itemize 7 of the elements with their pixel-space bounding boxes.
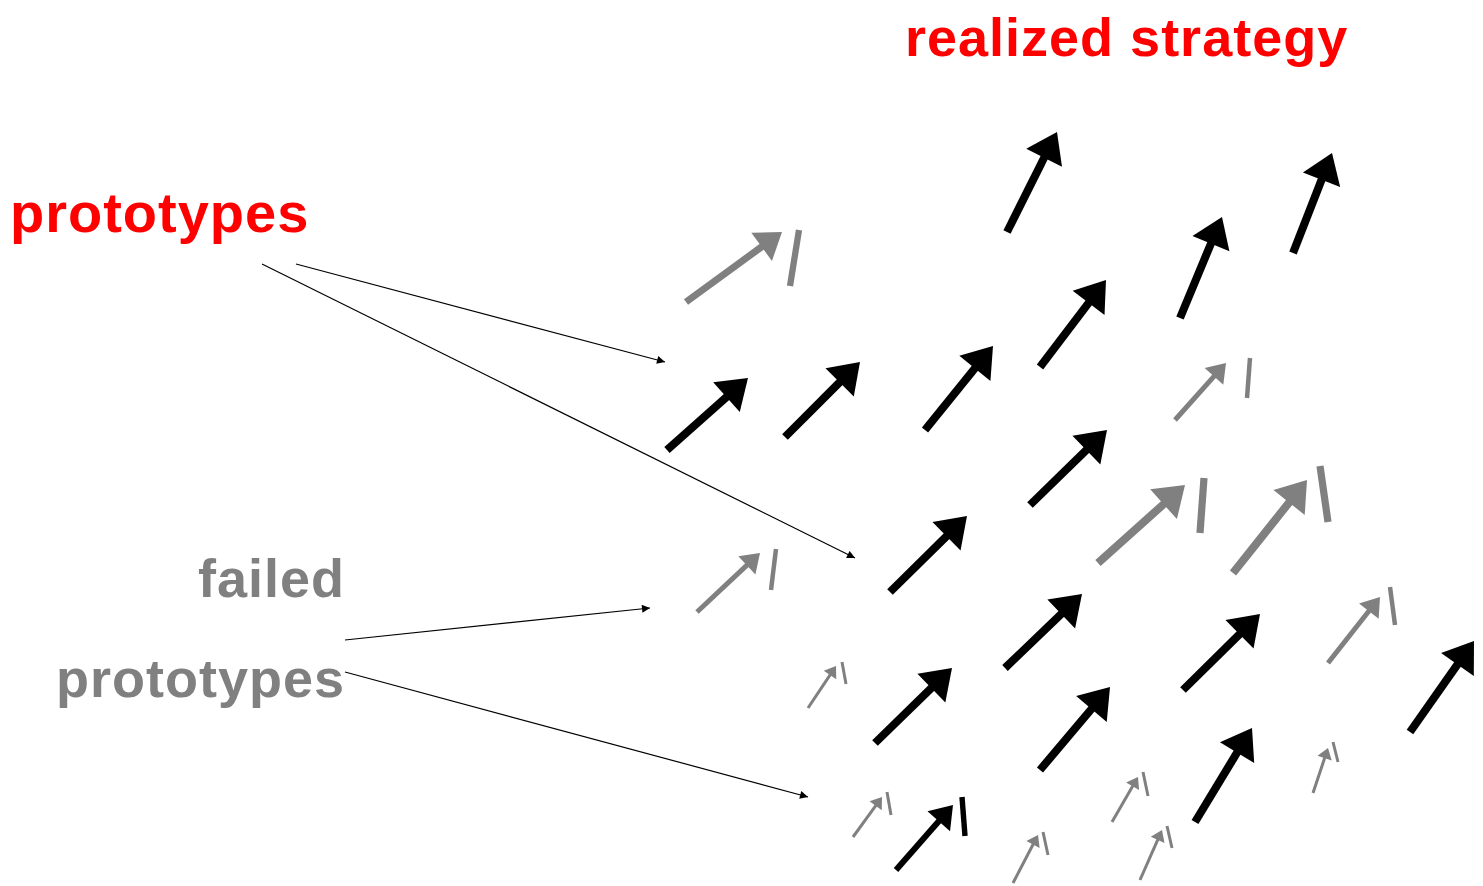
leader-line xyxy=(295,263,666,364)
node-label: prototypes xyxy=(10,180,311,246)
heading-label: realized strategy xyxy=(905,6,1349,68)
node-label: failed prototypes xyxy=(54,547,345,710)
leader-line xyxy=(344,604,651,641)
leader-line xyxy=(261,263,856,559)
leader-line xyxy=(344,671,809,799)
